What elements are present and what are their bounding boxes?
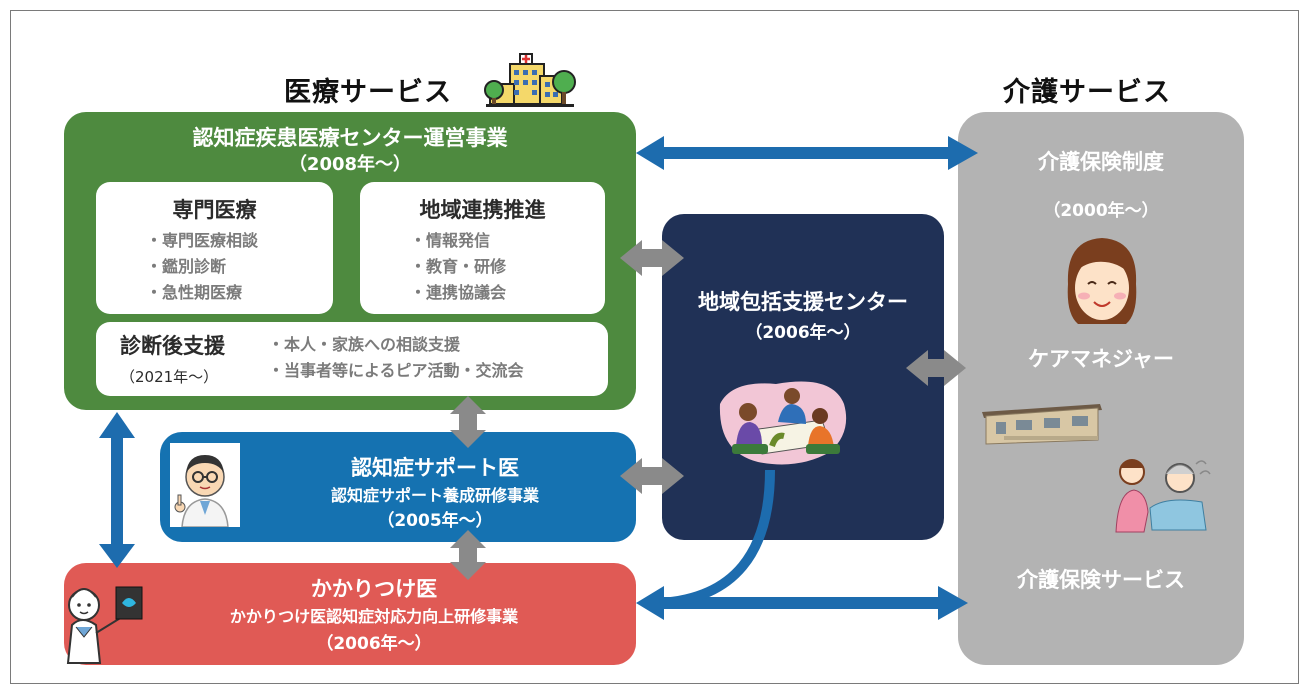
care-services-box: 介護保険制度 （2000年～） ケアマネジャー 介護保険サービス xyxy=(958,112,1244,665)
care-manager-icon xyxy=(1067,238,1137,324)
community-center-period: （2006年～） xyxy=(745,323,861,343)
care-insurance-service-label: 介護保険サービス xyxy=(1017,568,1185,592)
dementia-center-title: 認知症疾患医療センター運営事業 xyxy=(192,126,508,150)
list-item: ・鑑別診断 xyxy=(146,257,227,276)
house-icon xyxy=(982,404,1102,445)
care-insurance-system-label: 介護保険制度 xyxy=(1038,150,1164,174)
care-insurance-period: （2000年～） xyxy=(1043,201,1159,221)
figure-frame xyxy=(10,10,1299,684)
support-doctor-title: 認知症サポート医 xyxy=(351,456,519,480)
dementia-medical-center-box: 認知症疾患医療センター運営事業 （2008年～） 専門医療 ・専門医療相談 ・鑑… xyxy=(64,112,636,410)
specialist-care-card: 専門医療 ・専門医療相談 ・鑑別診断 ・急性期医療 xyxy=(96,182,333,314)
care-services-heading: 介護サービス xyxy=(1003,77,1171,108)
care-manager-label: ケアマネジャー xyxy=(1028,347,1174,371)
caregiver-icon xyxy=(1115,459,1211,533)
list-item: ・教育・研修 xyxy=(410,257,507,276)
community-center-title: 地域包括支援センター xyxy=(698,290,908,314)
family-doctor-box: かかりつけ医 かかりつけ医認知症対応力向上研修事業 （2006年～） xyxy=(64,563,636,665)
post-diagnosis-period: （2021年～） xyxy=(120,368,219,386)
specialist-care-title: 専門医療 xyxy=(172,198,257,222)
list-item: ・急性期医療 xyxy=(146,283,243,302)
post-diagnosis-support-card: 診断後支援 （2021年～） ・本人・家族への相談支援 ・当事者等によるピア活動… xyxy=(96,322,608,396)
list-item: ・専門医療相談 xyxy=(146,231,259,250)
list-item: ・当事者等によるピア活動・交流会 xyxy=(268,361,524,380)
list-item: ・情報発信 xyxy=(410,231,491,250)
hospital-icon xyxy=(484,53,576,107)
family-doctor-period: （2006年～） xyxy=(316,634,432,654)
dementia-center-period: （2008年～） xyxy=(288,154,412,175)
regional-cooperation-card: 地域連携推進 ・情報発信 ・教育・研修 ・連携協議会 xyxy=(360,182,605,314)
regional-cooperation-title: 地域連携推進 xyxy=(419,198,546,222)
family-doctor-subtitle: かかりつけ医認知症対応力向上研修事業 xyxy=(229,607,519,626)
specialist-care-list: ・専門医療相談 ・鑑別診断 ・急性期医療 xyxy=(146,228,258,306)
support-doctor-period: （2005年～） xyxy=(377,511,493,531)
medical-services-heading: 医療サービス xyxy=(284,77,452,108)
list-item: ・連携協議会 xyxy=(410,283,507,302)
post-diagnosis-list: ・本人・家族への相談支援 ・当事者等によるピア活動・交流会 xyxy=(268,332,524,384)
doctor-icon xyxy=(170,443,240,527)
regional-cooperation-list: ・情報発信 ・教育・研修 ・連携協議会 xyxy=(410,228,506,306)
support-doctor-subtitle: 認知症サポート養成研修事業 xyxy=(330,486,539,505)
list-item: ・本人・家族への相談支援 xyxy=(268,335,461,354)
meeting-icon xyxy=(719,381,847,465)
family-doctor-title: かかりつけ医 xyxy=(310,577,438,601)
family-doctor-icon xyxy=(66,586,143,664)
post-diagnosis-title: 診断後支援 xyxy=(120,334,225,358)
